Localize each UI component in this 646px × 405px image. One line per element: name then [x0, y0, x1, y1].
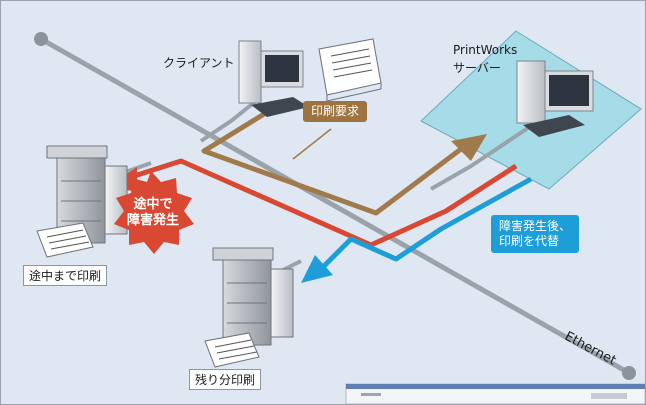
takeover-line2: 印刷を代替	[499, 234, 560, 248]
takeover-arrowhead	[301, 255, 333, 283]
failure-text: 途中で 障害発生	[118, 197, 188, 229]
failure-burst	[114, 171, 194, 254]
ethernet-end-right	[622, 366, 636, 380]
server-link	[430, 124, 533, 191]
client-label: クライアント	[163, 56, 235, 70]
paper-stack-icon	[318, 38, 382, 102]
server-computer-icon	[516, 60, 594, 137]
server-role-label: サーバー	[453, 61, 501, 75]
takeover-badge: 障害発生後、 印刷を代替	[491, 215, 580, 253]
client-computer-icon	[238, 40, 309, 117]
remaining-print-label: 残り分印刷	[189, 369, 262, 390]
partial-print-label: 途中まで印刷	[23, 265, 108, 286]
printer-center-icon	[212, 247, 294, 346]
print-request-arrowhead	[451, 134, 487, 161]
partial-paper-stack-icon	[36, 222, 94, 258]
ethernet-backbone	[38, 36, 632, 376]
ethernet-end-left	[34, 32, 48, 46]
request-callout-line	[292, 128, 332, 160]
print-request-badge: 印刷要求	[303, 101, 368, 122]
failure-text-line1: 途中で	[133, 197, 173, 212]
failure-path	[130, 158, 518, 248]
takeover-path	[321, 176, 533, 269]
client-link	[199, 99, 258, 143]
print-request-path	[201, 108, 463, 216]
overlay-window-strip	[345, 383, 645, 404]
failure-text-line2: 障害発生	[126, 213, 179, 228]
remaining-paper-stack-icon	[204, 332, 260, 368]
takeover-line1: 障害発生後、	[499, 219, 572, 233]
server-name-label: PrintWorks	[453, 43, 518, 57]
